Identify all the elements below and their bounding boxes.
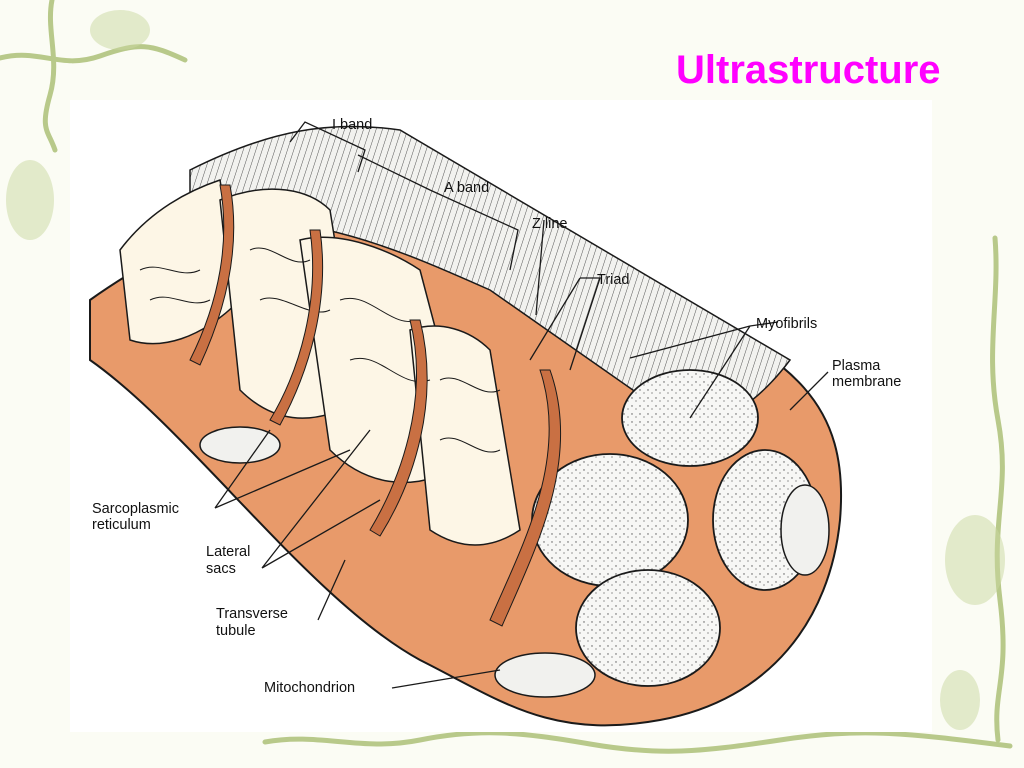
label-leader-lines [214,121,829,689]
myofibril-cross-sections [531,369,818,687]
label-a-band: A band [444,180,489,196]
label-mitochondrion: Mitochondrion [264,680,355,696]
label-i-band: I band [332,117,372,133]
slide-title: Ultrastructure [676,48,941,92]
label-lateral-line1: Lateral [206,544,250,560]
transverse-tubules [189,184,562,627]
figure-panel: I band A band Z line Triad Myofibrils Pl… [70,100,932,732]
mitochondria [199,426,830,698]
sarcoplasmic-reticulum [119,179,521,546]
muscle-fiber-diagram: I band A band Z line Triad Myofibrils Pl… [89,117,901,727]
label-transverse-line2: tubule [216,623,256,639]
label-sarcoplasmic-line1: Sarcoplasmic [92,501,179,517]
label-myofibrils: Myofibrils [756,316,817,332]
label-triad: Triad [597,272,630,288]
label-sarcoplasmic-line2: reticulum [92,517,151,533]
label-z-line: Z line [532,216,567,232]
label-plasma-line1: Plasma [832,358,881,374]
label-transverse-line1: Transverse [216,606,288,622]
label-lateral-line2: sacs [206,561,236,577]
reticulum-mesh [139,247,501,453]
label-plasma-line2: membrane [832,374,901,390]
